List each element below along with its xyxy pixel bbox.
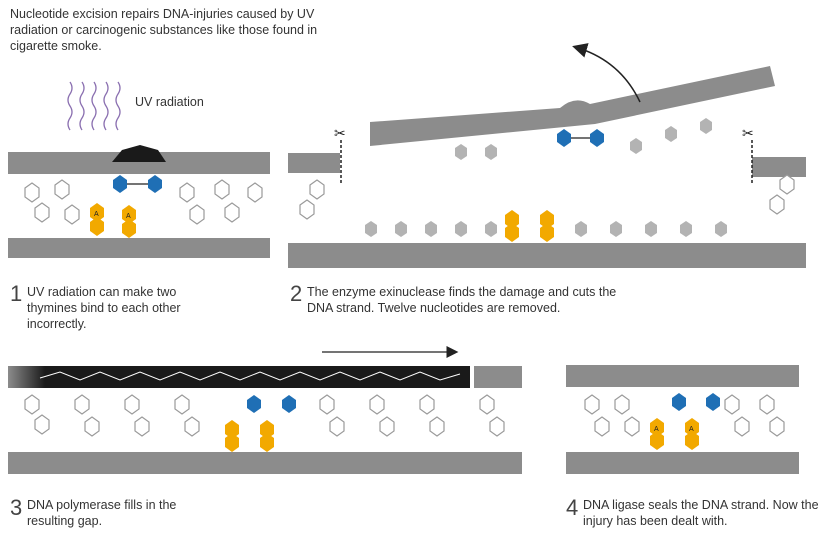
- top-strand: [8, 152, 270, 174]
- new-strand: [8, 366, 470, 388]
- step-3-text: DNA polymerase fills in the resulting ga…: [27, 498, 177, 528]
- thymine: [113, 175, 127, 193]
- step-2-number: 2: [290, 281, 303, 306]
- step-1-text: UV radiation can make two thymines bind …: [27, 285, 181, 331]
- adenine: [122, 205, 136, 224]
- step-2-text: The enzyme exinuclease finds the damage …: [307, 285, 617, 315]
- scissors-icon: ✂: [742, 125, 754, 141]
- adenine-label: A: [654, 426, 659, 433]
- panel-4: A A: [566, 365, 799, 474]
- adenine-label: A: [126, 213, 131, 220]
- adenine-label: A: [689, 426, 694, 433]
- thymine: [148, 175, 162, 193]
- adenine: [90, 203, 104, 222]
- step-3-number: 3: [10, 495, 23, 520]
- step-4-number: 4: [566, 495, 579, 520]
- intro-text: Nucleotide excision repairs DNA-injuries…: [10, 7, 318, 53]
- step-1-number: 1: [10, 281, 23, 306]
- adenine-label: A: [94, 211, 99, 218]
- bottom-strand: [8, 238, 270, 258]
- uv-radiation-label: UV radiation: [135, 95, 204, 109]
- nucleotides: [365, 118, 727, 237]
- nucleotides: [24, 179, 263, 225]
- scissors-icon: ✂: [334, 125, 346, 141]
- panel-2: ✂ ✂: [288, 43, 806, 268]
- damage-bulge: [112, 145, 166, 162]
- uv-radiation-icon: [67, 81, 121, 131]
- step-4-text: DNA ligase seals the DNA strand. Now the…: [583, 498, 819, 528]
- panel-1: A A: [8, 81, 270, 258]
- removed-strand: [370, 66, 775, 146]
- panel-3: [8, 346, 522, 474]
